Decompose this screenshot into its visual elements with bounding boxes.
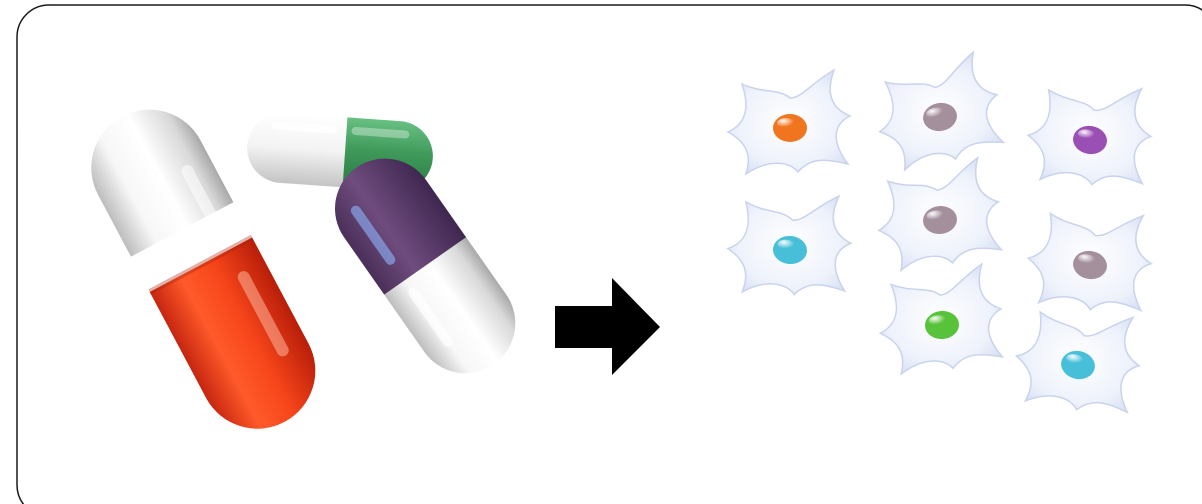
capsule-purple-white [335, 158, 516, 374]
nucleus-highlight [1078, 254, 1096, 265]
cell-purple-nucleus [1026, 87, 1153, 186]
capsule-red-white-cap [149, 237, 316, 429]
cell-green-nucleus [878, 262, 1005, 376]
nucleus-highlight [1077, 129, 1096, 140]
capsule-purple-white-body [384, 237, 516, 374]
nucleus-highlight [928, 315, 947, 326]
cell-mauve-nucleus-middle [877, 155, 1004, 273]
cell-mauve-nucleus-top [877, 50, 1006, 172]
cell-cyan-nucleus-left [726, 194, 853, 296]
nucleus-highlight [1066, 354, 1084, 365]
capsule-red-white-body [91, 109, 234, 257]
nucleus-highlight [777, 118, 795, 128]
diagram-frame [16, 4, 1202, 504]
cell-cyan-nucleus-bottom [1014, 310, 1141, 414]
nucleus-highlight [777, 239, 796, 250]
cell-orange-nucleus [726, 68, 852, 176]
capsule-red-white [91, 109, 316, 429]
nucleus-highlight [926, 210, 945, 221]
cells-group [726, 50, 1153, 414]
capsule-purple-white-cap [335, 158, 467, 295]
nucleus-highlight [926, 107, 945, 118]
cell-nucleus [773, 114, 807, 142]
capsule-green-white-body [247, 113, 348, 188]
process-arrow [555, 278, 660, 375]
cell-mauve-nucleus-right [1026, 211, 1153, 313]
